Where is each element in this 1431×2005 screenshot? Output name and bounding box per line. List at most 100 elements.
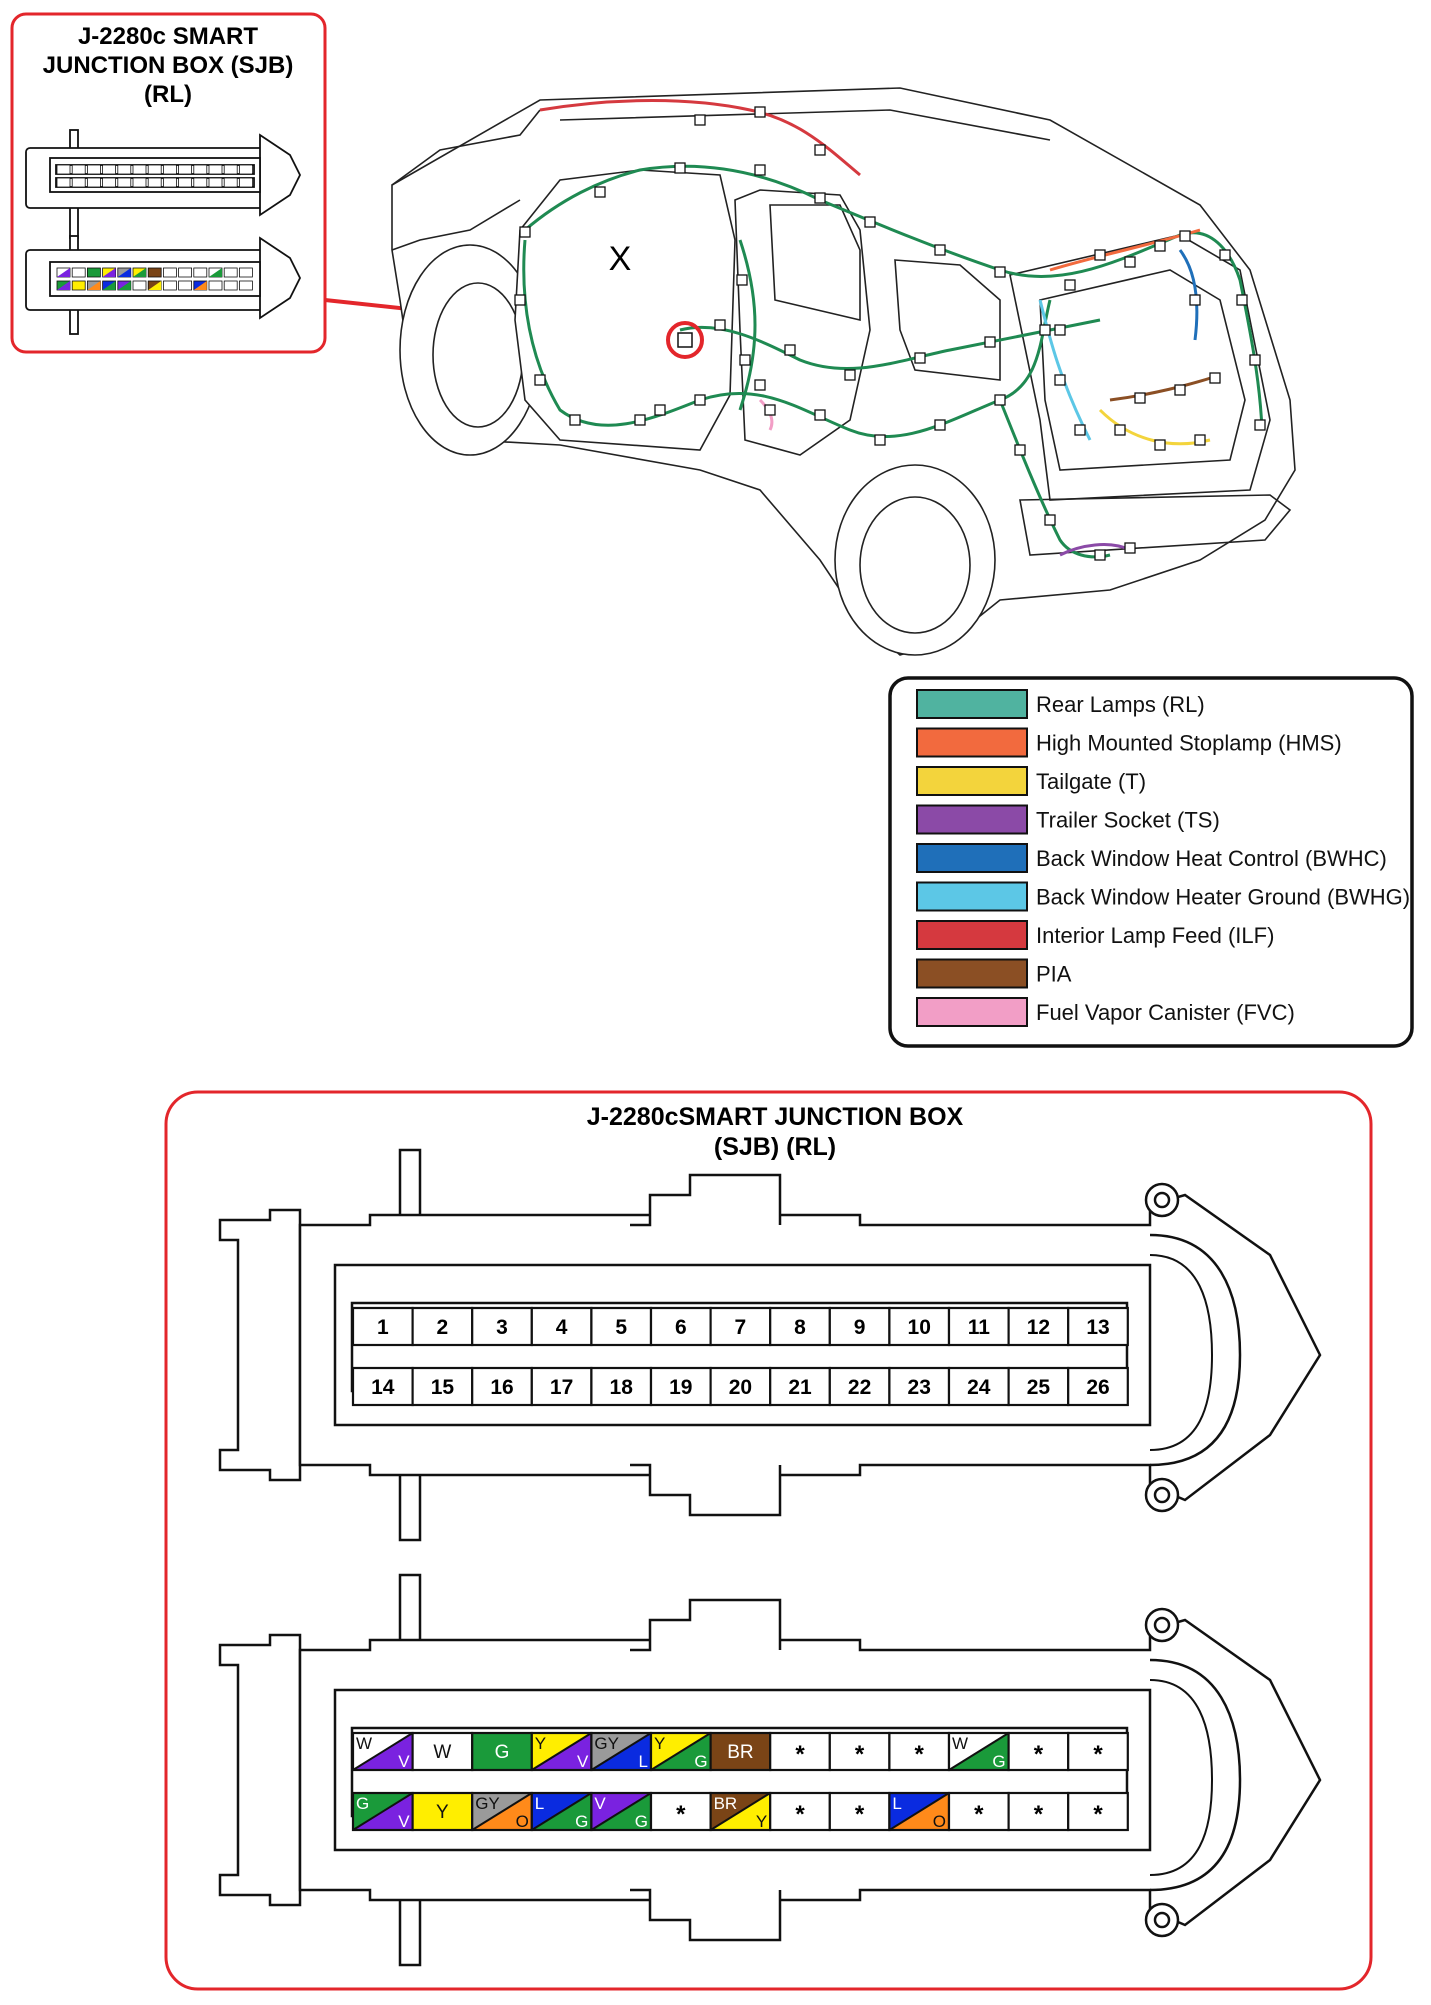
inset-pin-stripe: [57, 281, 70, 290]
pin-number: 2: [437, 1316, 449, 1339]
inset-pin: [193, 164, 208, 175]
harness-connector: [1209, 372, 1221, 384]
harness-connector: [994, 394, 1006, 406]
inset-pin: [208, 177, 223, 188]
harness-connector: [814, 409, 826, 421]
connector-panel-title-line-2: (SJB) (RL): [714, 1133, 836, 1161]
inset-pin: [87, 164, 101, 175]
pin-cell: [590, 1366, 653, 1407]
pin-number: 16: [490, 1376, 513, 1399]
harness-connector: [736, 274, 748, 286]
harness-connector: [1236, 294, 1248, 306]
wire-unused-marker: *: [1034, 1801, 1044, 1828]
legend-swatch: [916, 727, 1028, 758]
pin-number: 1: [377, 1316, 389, 1339]
pin-number: 20: [729, 1376, 752, 1399]
wire-unused-marker: *: [974, 1801, 984, 1828]
harness-connector: [534, 374, 546, 386]
inset-pin: [193, 177, 208, 188]
harness-connector: [1134, 392, 1146, 404]
wire-color-code-primary: GY: [594, 1734, 619, 1753]
wire-cell-primary: [710, 1733, 771, 1770]
harness-connector: [739, 354, 751, 366]
pin-cell: [947, 1306, 1010, 1347]
pin-number: 17: [550, 1376, 573, 1399]
wire-color-code-primary: L: [892, 1794, 901, 1813]
pin-number: 9: [854, 1316, 866, 1339]
pin-number: 12: [1027, 1316, 1050, 1339]
wire-cell-primary: [472, 1733, 532, 1770]
inset-title-line-2: JUNCTION BOX (SJB): [43, 52, 294, 79]
inset-pin-stripe: [57, 268, 70, 277]
wire-cell-divider: [352, 1792, 414, 1831]
wire-color-code: G: [495, 1742, 510, 1763]
harness-connector: [1094, 549, 1106, 561]
inset-pin: [193, 267, 208, 278]
inset-pin: [147, 267, 162, 278]
wire-unused-marker: *: [795, 1741, 805, 1768]
pin-number: 7: [735, 1316, 747, 1339]
connector-nose-inner: [1149, 1679, 1214, 1876]
harness-connector: [754, 379, 766, 391]
wire-cell-primary: [1008, 1733, 1069, 1770]
pin-cell: [351, 1366, 414, 1407]
harness-connector: [714, 319, 726, 331]
wire-cell-divider: [948, 1732, 1010, 1771]
legend-swatch: [916, 766, 1028, 796]
inset-pin: [162, 164, 177, 175]
inset-pin: [102, 177, 116, 188]
connector-rear-clip: [218, 1208, 302, 1482]
pin-cell: [649, 1306, 712, 1347]
harness-connector: [1094, 249, 1106, 261]
inset-pin-stripe: [102, 268, 116, 277]
wire-cell-primary: [889, 1733, 949, 1770]
inset-pin: [117, 164, 132, 175]
inset-pin-stripe: [209, 268, 222, 277]
inset-pin-stripe: [102, 281, 116, 290]
pin-number: 11: [968, 1316, 991, 1339]
harness-connector: [519, 226, 531, 238]
connector-ear-hole: [1153, 1191, 1171, 1209]
pin-number: 18: [610, 1376, 634, 1399]
inset-connector-1-pins: [56, 164, 253, 188]
harness-connector: [1039, 324, 1051, 336]
pin-cell: [471, 1306, 533, 1347]
inset-pin: [223, 280, 238, 291]
wire-color-code-stripe: V: [398, 1752, 410, 1771]
harness-connector: [844, 369, 856, 381]
inset-pin: [132, 164, 147, 175]
wire-cell-primary: [829, 1793, 890, 1830]
wire-cell-primary: [1068, 1793, 1128, 1830]
harness-connector: [654, 404, 666, 416]
wire-color-code: W: [433, 1742, 451, 1763]
inset-pin: [71, 280, 86, 291]
harness-connector: [1124, 542, 1136, 554]
legend-label: Interior Lamp Feed (ILF): [1036, 923, 1274, 948]
inset-pin: [71, 177, 86, 188]
wire-color-code-primary: W: [356, 1734, 372, 1753]
inset-pin: [223, 267, 238, 278]
inset-pin-stripe: [117, 268, 131, 277]
inset-pin: [147, 164, 162, 175]
inset-pin: [178, 177, 193, 188]
pin-cell: [709, 1306, 772, 1347]
pin-cell: [471, 1366, 533, 1407]
legend-label: Rear Lamps (RL): [1036, 692, 1205, 717]
harness-connector: [694, 114, 706, 126]
pin-number: 21: [788, 1376, 812, 1399]
harness-connector: [864, 216, 876, 228]
harness-connector: [1249, 354, 1261, 366]
wire-cell-divider: [531, 1732, 592, 1771]
inset-title-line-1: J-2280c SMART: [78, 23, 258, 50]
wire-unused-marker: *: [1093, 1801, 1103, 1828]
wire-color-code: Y: [436, 1802, 449, 1823]
pin-number: 19: [669, 1376, 692, 1399]
connector-ear-hole: [1153, 1616, 1171, 1634]
inset-pin: [238, 164, 253, 175]
inset-pin: [117, 177, 132, 188]
inset-pin-stripe: [117, 281, 131, 290]
pin-cell: [828, 1366, 891, 1407]
harness-connector: [634, 414, 646, 426]
